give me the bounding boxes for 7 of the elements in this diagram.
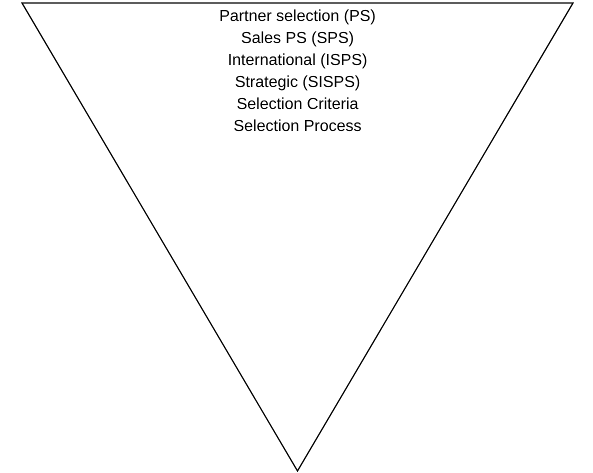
topic-text: Partner selection (PS) bbox=[219, 8, 376, 25]
topic-text: Selection Criteria bbox=[236, 96, 358, 113]
topic-text: Selection Process bbox=[233, 118, 362, 135]
topic-text: International (ISPS) bbox=[228, 52, 368, 69]
topic-text: Strategic (SISPS) bbox=[234, 74, 360, 91]
inverted-triangle bbox=[21, 2, 574, 472]
topic-text: Sales PS (SPS) bbox=[241, 30, 354, 47]
